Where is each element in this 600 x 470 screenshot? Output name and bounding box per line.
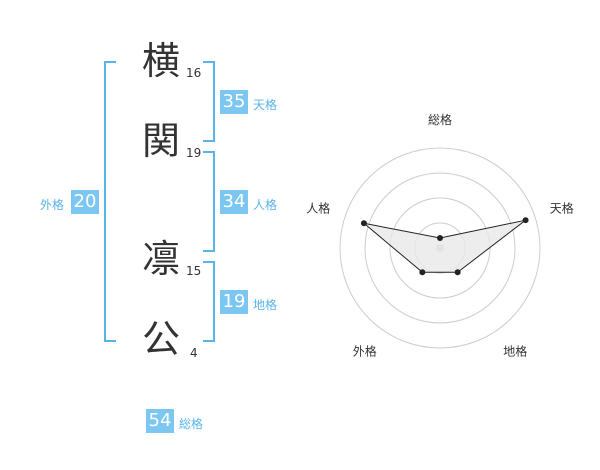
stroke-count-3: 15 [186,264,202,278]
tenkaku-bracket [203,61,215,142]
radar-axis-label: 総格 [428,112,452,127]
gaikaku-bracket [104,61,116,342]
radar-point-外格 [419,269,426,276]
name-char-1: 横 [142,39,181,83]
radar-point-人格 [360,220,367,227]
jinkaku-value: 34 [220,190,248,214]
radar-ring [339,147,541,349]
radar-point-地格 [454,269,461,276]
name-char-4: 公 [142,317,181,361]
stroke-count-1: 16 [186,66,202,80]
soukaku-value: 54 [146,409,174,433]
chikaku-value: 19 [220,290,248,314]
radar-axis-label: 地格 [503,344,527,359]
radar-polygon [362,219,526,273]
stroke-count-2: 19 [186,146,202,160]
chikaku-bracket [203,261,215,342]
tenkaku-value: 35 [220,90,248,114]
gaikaku-value: 20 [71,190,99,214]
jinkaku-label: 人格 [253,198,278,212]
name-char-2: 関 [142,119,181,163]
name-char-3: 凛 [142,237,181,281]
radar-point-総格 [437,235,443,241]
radar-axis-label: 人格 [306,200,330,215]
tenkaku-label: 天格 [253,98,278,112]
soukaku-label: 総格 [179,417,204,431]
jinkaku-bracket [203,151,215,252]
stroke-count-4: 4 [190,346,198,360]
radar-axis-label: 外格 [353,344,377,359]
radar-axis-label: 天格 [550,200,574,215]
gaikaku-label: 外格 [40,198,65,212]
radar-point-天格 [522,217,529,224]
chikaku-label: 地格 [253,298,278,312]
radar-ring [364,172,516,324]
